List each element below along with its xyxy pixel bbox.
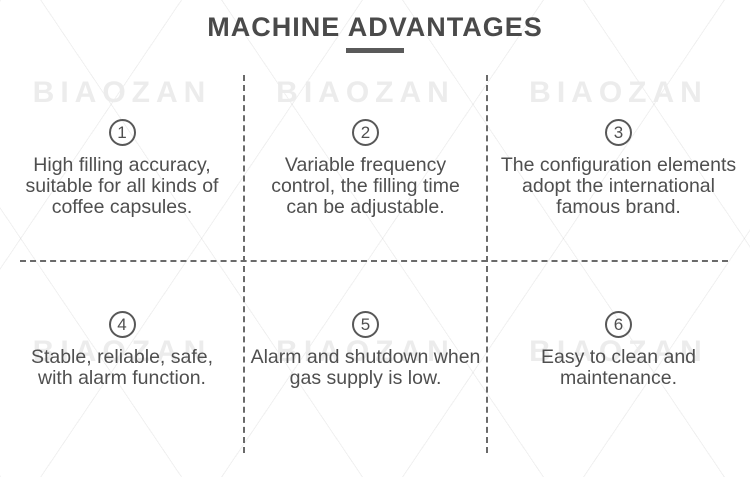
advantage-text-4: Stable, reliable, safe, with alarm funct… <box>30 346 214 389</box>
advantage-number-4: 4 <box>108 311 136 338</box>
advantage-number-6: 6 <box>605 311 632 338</box>
advantage-text-5: Alarm and shutdown when gas supply is lo… <box>250 346 481 389</box>
advantage-card-4: BIAOZAN 4 Stable, reliable, safe, with a… <box>0 261 244 477</box>
advantage-card-6: BIAOZAN 6 Easy to clean and maintenance. <box>487 261 750 477</box>
advantage-card-5: BIAOZAN 5 Alarm and shutdown when gas su… <box>244 261 487 477</box>
advantage-number-1: 1 <box>108 119 136 146</box>
brand-watermark: BIAOZAN <box>32 76 212 109</box>
brand-watermark: BIAOZAN <box>529 76 708 109</box>
page-title: MACHINE ADVANTAGES <box>207 12 543 42</box>
advantage-number-5: 5 <box>352 311 379 338</box>
title-underline <box>346 48 404 53</box>
advantage-card-3: BIAOZAN 3 The configuration elements ado… <box>487 70 750 260</box>
advantage-text-1: High filling accuracy, suitable for all … <box>25 154 219 218</box>
advantage-card-1: BIAOZAN 1 High filling accuracy, suitabl… <box>0 70 244 260</box>
brand-watermark: BIAOZAN <box>276 76 455 109</box>
brand-watermark: BIAOZAN <box>32 335 212 368</box>
advantage-card-2: BIAOZAN 2 Variable frequency control, th… <box>244 70 487 260</box>
brand-watermark: BIAOZAN <box>276 335 455 368</box>
divider-horizontal <box>20 260 728 262</box>
advantage-number-3: 3 <box>605 119 632 146</box>
advantage-text-3: The configuration elements adopt the int… <box>500 154 737 218</box>
advantage-text-2: Variable frequency control, the filling … <box>271 154 460 218</box>
advantage-number-2: 2 <box>352 119 379 146</box>
divider-vertical-1 <box>243 75 245 453</box>
section-header: MACHINE ADVANTAGES <box>0 12 750 53</box>
divider-vertical-2 <box>486 75 488 453</box>
advantage-text-6: Easy to clean and maintenance. <box>540 346 697 389</box>
brand-watermark: BIAOZAN <box>529 335 708 368</box>
